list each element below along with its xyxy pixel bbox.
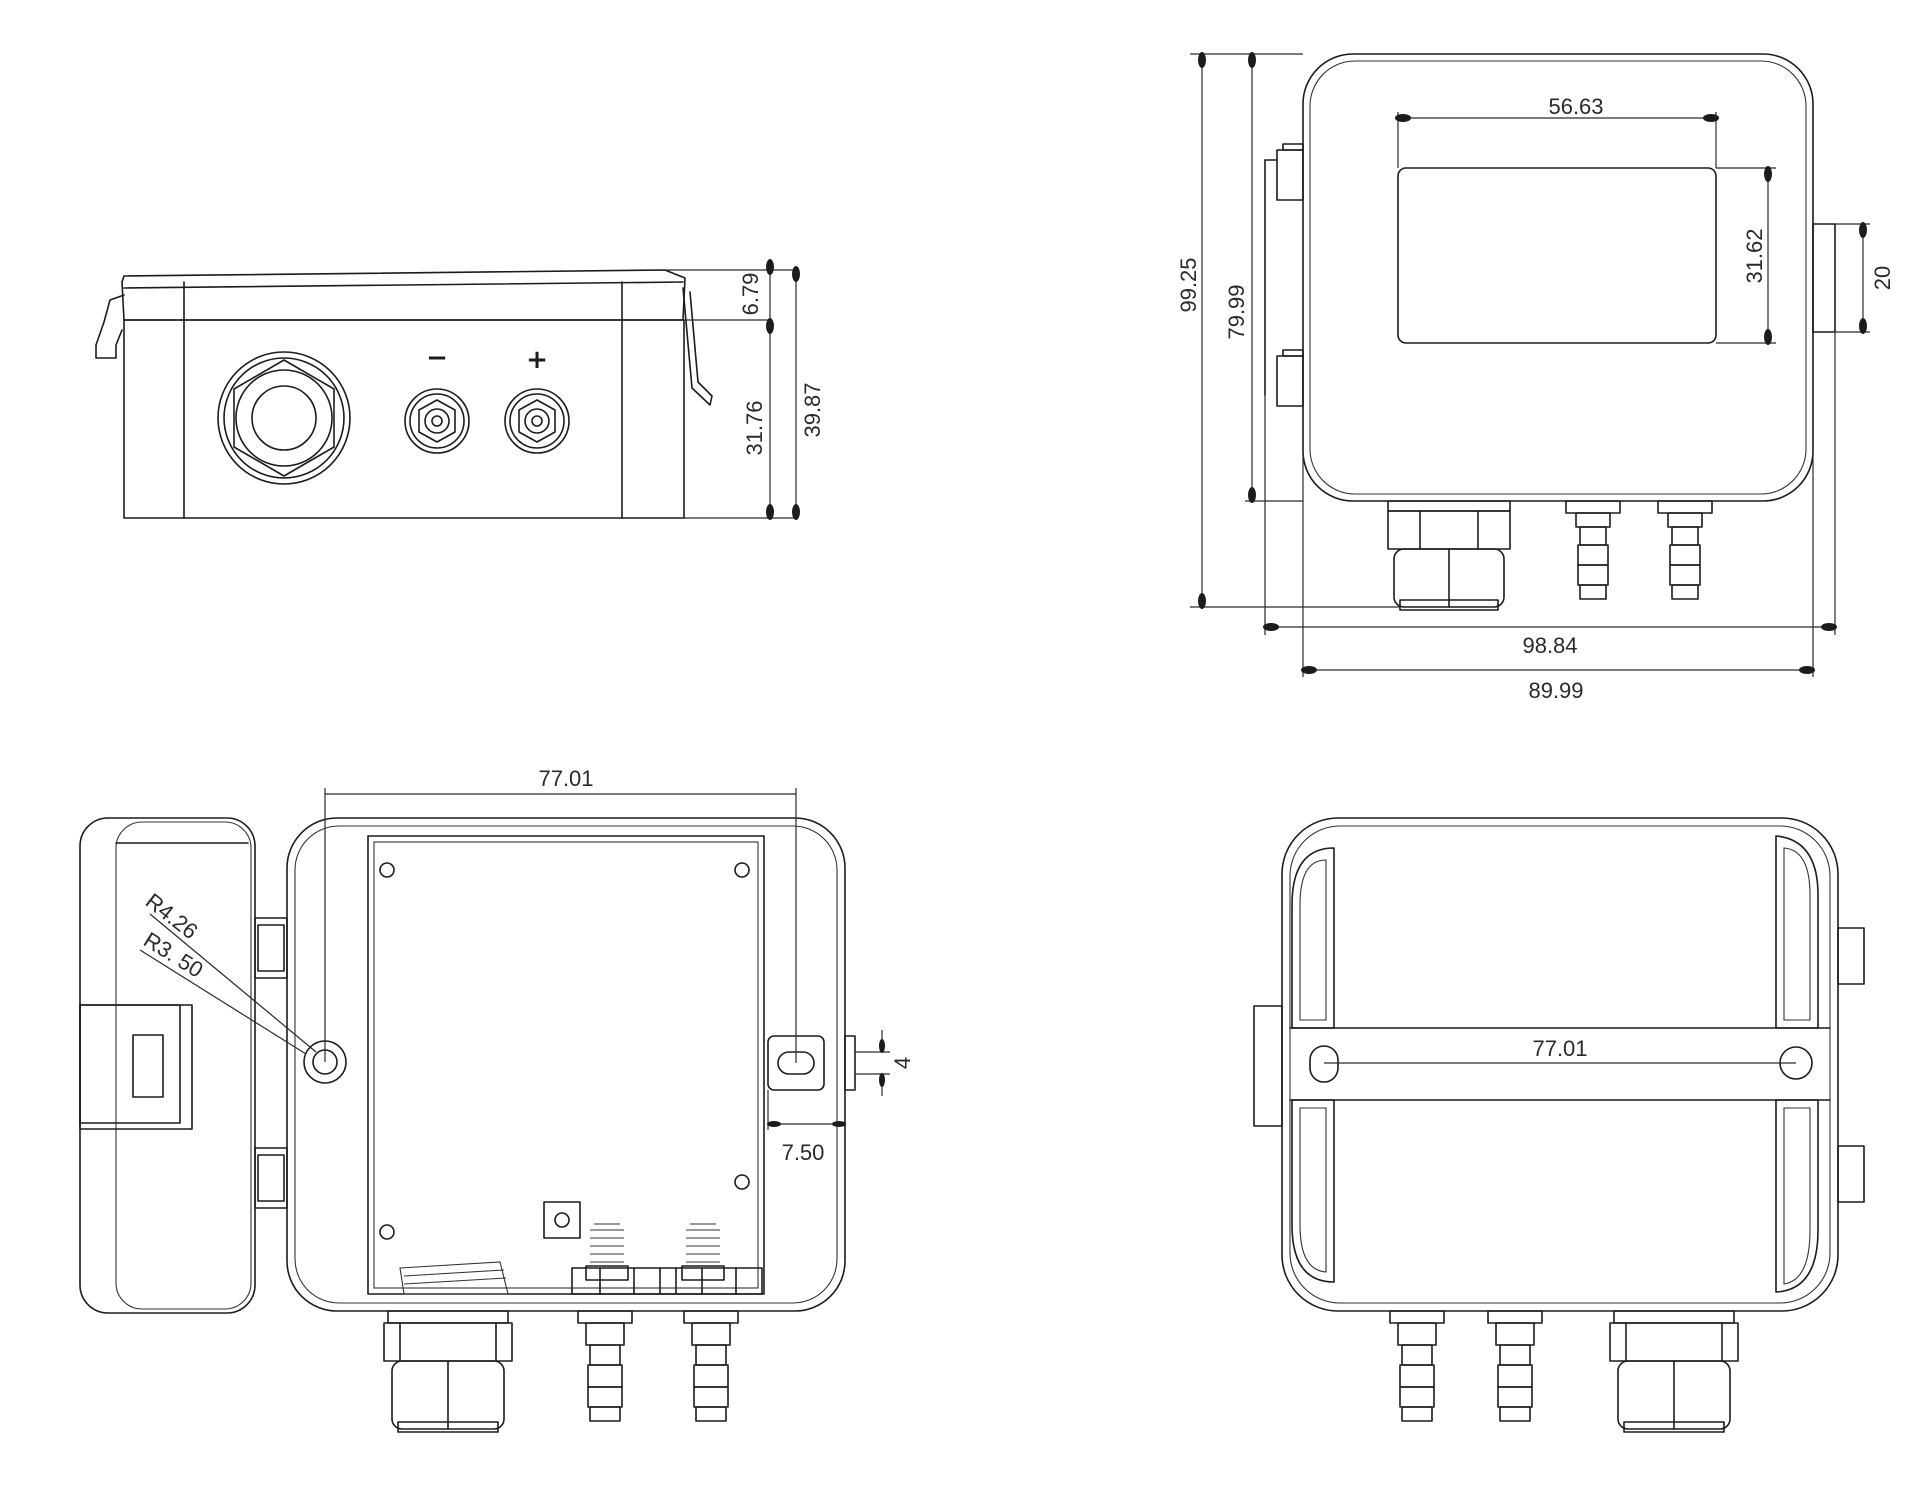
dim-total-width: 98.84 xyxy=(1522,633,1577,658)
side-connector-positive xyxy=(504,388,570,454)
dim-display-height: 31.62 xyxy=(1742,228,1767,283)
display-window xyxy=(1397,167,1717,344)
back-body xyxy=(1281,817,1839,1312)
back-cable-gland xyxy=(1609,1310,1739,1433)
front-body xyxy=(1302,53,1814,502)
front-view: 56.63 31.62 20 99.25 79.99 98.84 xyxy=(1176,52,1895,703)
side-view: − + 6.79 31.76 39.87 xyxy=(95,259,825,520)
front-cable-gland xyxy=(1387,500,1511,611)
dim-hole-spacing-open: 77.01 xyxy=(538,766,593,791)
back-bracket xyxy=(1253,1005,1283,1127)
pcb-board xyxy=(367,835,765,1295)
open-body xyxy=(286,817,846,1312)
dim-slot-offset: 7.50 xyxy=(782,1140,825,1165)
pcb-spring-1 xyxy=(585,1223,629,1281)
dim-hole-spacing-back: 77.01 xyxy=(1532,1036,1587,1061)
open-lid xyxy=(79,817,256,1314)
front-bracket xyxy=(1812,223,1836,333)
front-fitting-2 xyxy=(1657,500,1713,600)
back-slot xyxy=(1309,1045,1339,1083)
side-body xyxy=(123,319,685,519)
dim-body-height-front: 79.99 xyxy=(1224,284,1249,339)
positive-label: + xyxy=(526,345,548,375)
open-cable-gland xyxy=(383,1310,513,1433)
dim-bracket-height: 20 xyxy=(1870,266,1895,290)
open-fitting-2 xyxy=(683,1310,739,1422)
dim-body-width: 89.99 xyxy=(1528,678,1583,703)
dim-display-width: 56.63 xyxy=(1548,94,1603,119)
pcb-spring-2 xyxy=(681,1223,725,1281)
open-fitting-1 xyxy=(577,1310,633,1422)
dim-body-height: 31.76 xyxy=(742,400,767,455)
open-inside-view: 77.01 R4.26 R3. 50 4 7.50 xyxy=(79,766,915,1433)
dim-total-height: 39.87 xyxy=(800,382,825,437)
dim-slot-width: 4 xyxy=(890,1057,915,1069)
dim-top-gap: 6.79 xyxy=(738,273,763,316)
side-lid xyxy=(121,269,686,321)
back-view: 77.01 xyxy=(1253,817,1865,1433)
back-fitting-1 xyxy=(1389,1310,1445,1422)
dim-radius-inner: R3. 50 xyxy=(139,927,207,983)
side-cable-gland xyxy=(217,351,351,485)
dim-total-height-front: 99.25 xyxy=(1176,257,1201,312)
negative-label: − xyxy=(426,343,448,373)
front-fitting-1 xyxy=(1565,500,1621,600)
side-connector-negative xyxy=(404,388,470,454)
back-fitting-2 xyxy=(1487,1310,1543,1422)
